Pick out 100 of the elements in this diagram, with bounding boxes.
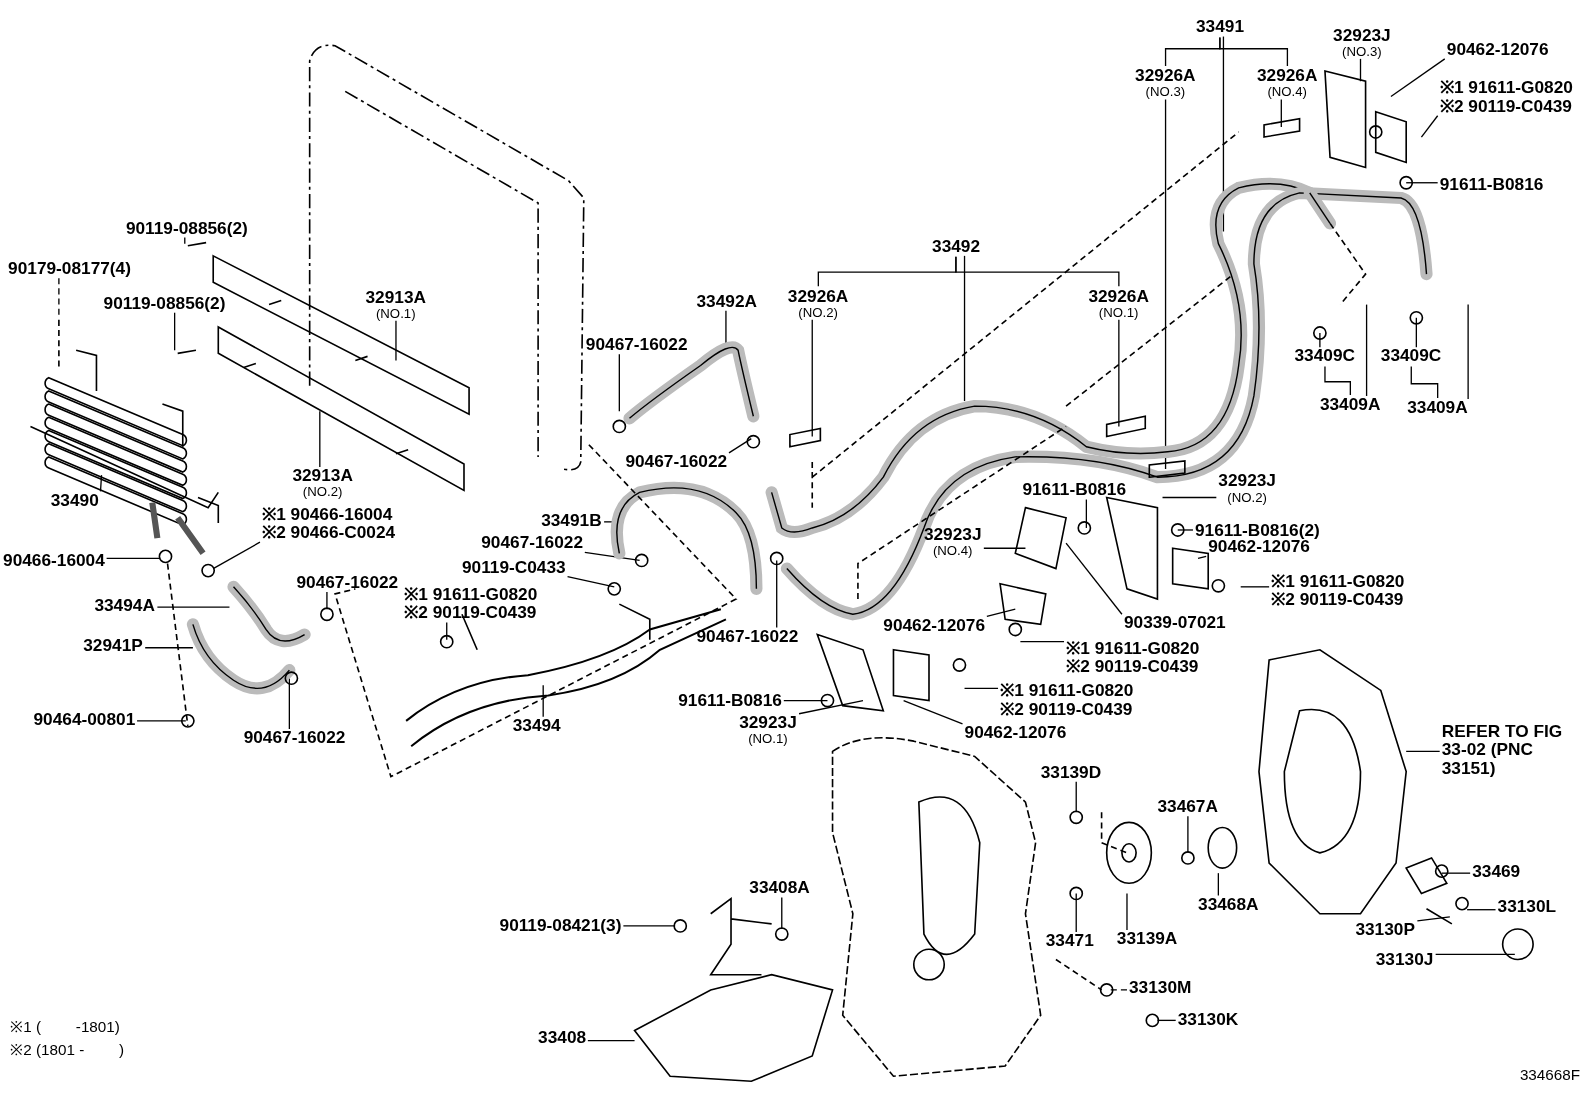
leader-line [1420, 115, 1439, 138]
leader-line [542, 684, 544, 718]
leader-line [1161, 496, 1217, 499]
part-number: 32913A [292, 467, 353, 486]
part-number: 32926A [1135, 67, 1196, 86]
part-number: 90119-08856(2) [103, 294, 226, 313]
part-number: 90467-16022 [243, 729, 346, 748]
part-number: 33467A [1157, 798, 1218, 817]
leader-line [1410, 365, 1439, 399]
part-note: (NO.1) [747, 732, 789, 747]
part-number: 33494A [94, 597, 155, 616]
part-number: 33491 [1196, 18, 1245, 37]
leader-line [1319, 332, 1321, 348]
leader-line [326, 591, 328, 610]
part-number: 32923J [923, 525, 982, 545]
leader-line [1390, 58, 1446, 98]
part-number: 90462-12076 [1446, 40, 1549, 59]
part-number: ※2 90119-C0439 [1000, 700, 1134, 719]
part-number: 33408A [749, 879, 810, 898]
leader-line [566, 576, 615, 588]
leader-line [1405, 182, 1439, 184]
part-number: 33409C [1380, 347, 1442, 366]
part-number: 33471 [1045, 932, 1094, 951]
part-number: 33130K [1177, 1011, 1239, 1030]
part-number: 33409A [1407, 399, 1468, 418]
footnote: ※2 (1801 - ) [10, 1039, 125, 1060]
leader-line [1085, 498, 1088, 529]
part-number: 33469 [1472, 863, 1521, 882]
part-number: 32926A [787, 287, 849, 306]
part-note: (NO.2) [797, 305, 839, 320]
leader-line [1441, 872, 1471, 874]
part-number: 33130M [1129, 978, 1192, 997]
leader-line [1405, 750, 1441, 752]
leader-line [1280, 98, 1282, 128]
part-note: (NO.2) [301, 485, 344, 500]
leader-line [584, 551, 641, 562]
figure-code: 334668F [1519, 1066, 1581, 1084]
part-number: 90467-16022 [585, 336, 688, 355]
leader-line [1065, 542, 1123, 615]
part-number: 33139A [1116, 930, 1178, 949]
part-note: (NO.3) [1144, 85, 1187, 100]
leader-line [319, 410, 321, 468]
part-number: 33491B [541, 511, 602, 530]
part-note: (NO.4) [1266, 85, 1308, 100]
part-number: 90119-C0433 [461, 558, 566, 577]
leader-line [1466, 909, 1497, 911]
part-note: (NO.1) [1097, 305, 1140, 320]
leader-line [983, 547, 1027, 549]
leader-line [1467, 303, 1469, 400]
leader-line [1019, 641, 1065, 643]
leader-line [622, 925, 676, 927]
part-number: 32923J [1333, 26, 1391, 45]
leader-line [136, 720, 187, 722]
part-number: ※1 91611-G0820 [1066, 639, 1200, 658]
part-number: 90119-08421(3) [499, 916, 622, 936]
part-number: ※1 91611-G0820 [1000, 682, 1134, 701]
leader-line [1359, 58, 1362, 82]
part-number: 90467-16022 [296, 573, 399, 592]
leader-line [156, 606, 231, 608]
leader-line [1415, 317, 1417, 348]
part-number: ※1 91611-G0820 [404, 585, 538, 605]
leader-line [1197, 555, 1207, 560]
leader-line [986, 608, 1016, 617]
part-number: 32923J [1218, 472, 1276, 491]
leader-line [798, 699, 864, 715]
leader-line [618, 353, 620, 412]
leader-line [1416, 916, 1451, 922]
leader-line [1217, 872, 1219, 897]
leader-line [1365, 303, 1368, 397]
leader-line [1164, 98, 1167, 470]
leader-line [603, 521, 615, 523]
part-number: 90462-12076 [883, 616, 986, 635]
part-number: 90467-16022 [625, 452, 728, 472]
leader-line [184, 236, 186, 245]
leader-line [446, 621, 448, 641]
leader-line [58, 277, 60, 316]
part-number: 32941P [83, 636, 143, 655]
part-number: 33490 [50, 491, 99, 510]
leader-line [1156, 1019, 1177, 1022]
leader-line [1075, 892, 1077, 933]
part-number: 91611-B0816 [678, 691, 782, 710]
part-number: 90462-12076 [964, 723, 1067, 743]
leader-line [781, 896, 783, 930]
leader-line [728, 437, 752, 454]
part-number: 90467-16022 [481, 534, 583, 553]
leader-line [288, 677, 291, 730]
leader-line [1187, 815, 1189, 854]
leader-line [144, 647, 194, 649]
part-number: 33409A [1319, 395, 1381, 415]
part-number: 33494 [512, 716, 561, 736]
leader-line [811, 319, 813, 438]
part-number: 33139D [1040, 763, 1102, 782]
part-number: 33408 [538, 1028, 587, 1047]
part-number: 33492 [932, 237, 981, 256]
part-number: 32923J [739, 713, 797, 733]
part-number: ※1 91611-G0820 [1439, 79, 1573, 98]
part-number: REFER TO FIG 33-02 (PNC 33151) [1441, 722, 1564, 778]
leader-line [1219, 36, 1289, 67]
leader-line [1240, 586, 1270, 588]
leader-line [587, 1040, 636, 1042]
